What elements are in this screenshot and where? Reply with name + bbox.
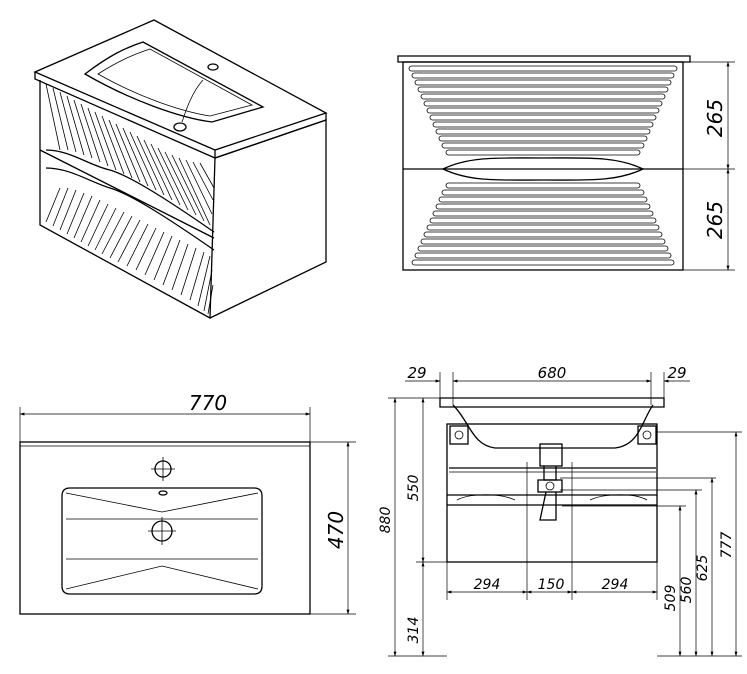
iso-drawer-split: [39, 149, 215, 239]
iso-cabinet-side: [209, 119, 327, 319]
fe-upper-ribs: [408, 65, 678, 156]
dim-560: 560: [679, 577, 695, 604]
sv-basin-profile: [452, 404, 654, 449]
sv-cabinet: [446, 423, 658, 563]
dim-front-right-edge: 29: [667, 364, 686, 382]
sv-countertop: [439, 397, 665, 408]
sv-fixing-left: [449, 425, 469, 445]
fe-countertop: [397, 55, 691, 63]
sv-siphon: [537, 479, 563, 493]
front-elevation: 265 265: [397, 55, 735, 271]
tv-overflow: [158, 490, 168, 496]
dim-leg-height: 314: [406, 617, 422, 644]
dim-top-depth: 470: [324, 511, 348, 549]
dim-bottom-right: 294: [602, 577, 629, 593]
fe-handle-groove: [441, 157, 645, 181]
section-view: 29 680 29 880 550 314 294 150 294 509: [378, 364, 742, 657]
dim-509: 509: [663, 585, 679, 612]
dim-side-lower: 265: [703, 201, 727, 239]
tv-basin: [61, 487, 263, 595]
iso-upper-ribs: [45, 83, 215, 226]
dim-bottom-center: 150: [538, 577, 565, 593]
dim-bottom-left: 294: [474, 577, 501, 593]
dim-top-width: 770: [189, 391, 227, 415]
dim-side-upper: 265: [703, 99, 727, 137]
top-view: 770 470: [19, 391, 356, 615]
sv-drain-fitting: [539, 443, 563, 467]
iso-tap-hole: [207, 63, 219, 71]
dim-777: 777: [719, 532, 735, 559]
fe-cabinet: [402, 61, 684, 271]
sv-fixing-right: [637, 425, 657, 445]
iso-cabinet-front: [39, 80, 216, 320]
dim-body-height: 550: [406, 475, 422, 502]
dim-625: 625: [695, 555, 711, 582]
dim-front-left-edge: 29: [407, 364, 426, 382]
dim-front-inner-width: 680: [538, 364, 567, 382]
iso-basin: [83, 41, 265, 123]
tv-countertop: [19, 441, 311, 615]
iso-drain: [173, 122, 187, 132]
fe-lower-ribs: [411, 182, 675, 266]
dim-total-height: 880: [378, 507, 394, 534]
iso-lower-ribs: [45, 187, 214, 315]
isometric-view: [33, 19, 328, 320]
